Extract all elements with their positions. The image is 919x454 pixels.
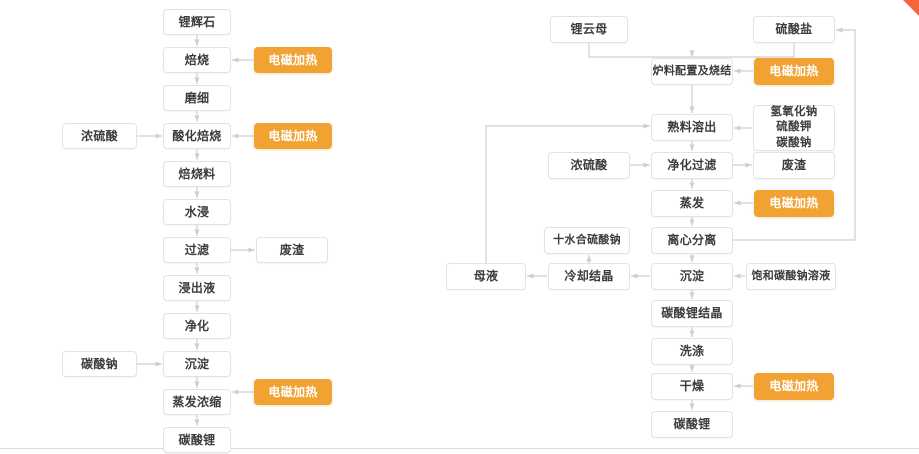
node-concentrated-sulfuric-acid-left[interactable]: 浓硫酸	[62, 123, 137, 149]
node-centrifugal-separation[interactable]: 离心分离	[651, 227, 733, 254]
node-evaporation-concentration[interactable]: 蒸发浓缩	[163, 389, 231, 415]
node-leachate[interactable]: 浸出液	[163, 275, 231, 301]
node-water-leaching[interactable]: 水浸	[163, 199, 231, 225]
node-acid-roasting[interactable]: 酸化焙烧	[163, 123, 231, 149]
node-lithium-carbonate-right[interactable]: 碳酸锂	[651, 411, 733, 438]
node-sodium-carbonate-left[interactable]: 碳酸钠	[62, 351, 137, 377]
node-induction-heating-evaporation[interactable]: 电磁加热	[254, 379, 332, 405]
node-filtration[interactable]: 过滤	[163, 237, 231, 263]
node-cooling-crystallization[interactable]: 冷却结晶	[548, 263, 630, 290]
node-induction-heating-sintering[interactable]: 电磁加热	[754, 58, 834, 85]
node-roasted-material[interactable]: 焙烧料	[163, 161, 231, 187]
node-concentrated-sulfuric-acid-right[interactable]: 浓硫酸	[548, 152, 630, 179]
node-evaporation[interactable]: 蒸发	[651, 190, 733, 217]
node-lithium-carbonate-crystallization[interactable]: 碳酸锂结晶	[651, 300, 733, 327]
node-induction-heating-drying[interactable]: 电磁加热	[754, 373, 834, 400]
node-washing[interactable]: 洗涤	[651, 338, 733, 365]
node-waste-residue-left[interactable]: 废渣	[256, 237, 328, 263]
node-lithium-carbonate-left[interactable]: 碳酸锂	[163, 427, 231, 453]
node-saturated-sodium-carbonate-solution[interactable]: 饱和碳酸钠溶液	[746, 263, 836, 290]
node-grinding[interactable]: 磨细	[163, 85, 231, 111]
node-waste-residue-right[interactable]: 废渣	[753, 152, 835, 179]
node-sulfate[interactable]: 硫酸盐	[753, 16, 835, 43]
footer-divider	[0, 448, 919, 449]
node-induction-heating-roasting[interactable]: 电磁加热	[254, 47, 332, 73]
node-induction-heating-acid-roast[interactable]: 电磁加热	[254, 123, 332, 149]
node-precipitation-right[interactable]: 沉淀	[651, 263, 733, 290]
node-lepidolite[interactable]: 锂云母	[550, 16, 628, 43]
node-sodium-sulfate-decahydrate[interactable]: 十水合硫酸钠	[544, 227, 630, 254]
node-precipitation[interactable]: 沉淀	[163, 351, 231, 377]
node-purification-filtration[interactable]: 净化过滤	[651, 152, 733, 179]
edge-r0b-bus	[692, 43, 795, 58]
node-drying[interactable]: 干燥	[651, 373, 733, 400]
corner-triangle-mark	[903, 0, 919, 16]
node-clinker-dissolution[interactable]: 熟料溶出	[651, 114, 733, 141]
node-alkali-reagents[interactable]: 氢氧化钠 硫酸钾 碳酸钠	[753, 105, 835, 151]
node-charge-prep-sintering[interactable]: 炉料配置及烧结	[651, 58, 733, 85]
node-purification[interactable]: 净化	[163, 313, 231, 339]
edge-r0a-bus	[588, 43, 692, 58]
node-induction-heating-evaporation-right[interactable]: 电磁加热	[754, 190, 834, 217]
node-mother-liquor[interactable]: 母液	[446, 263, 526, 290]
node-roasting[interactable]: 焙烧	[163, 47, 231, 73]
node-lithium-spodumene[interactable]: 锂辉石	[163, 9, 231, 35]
